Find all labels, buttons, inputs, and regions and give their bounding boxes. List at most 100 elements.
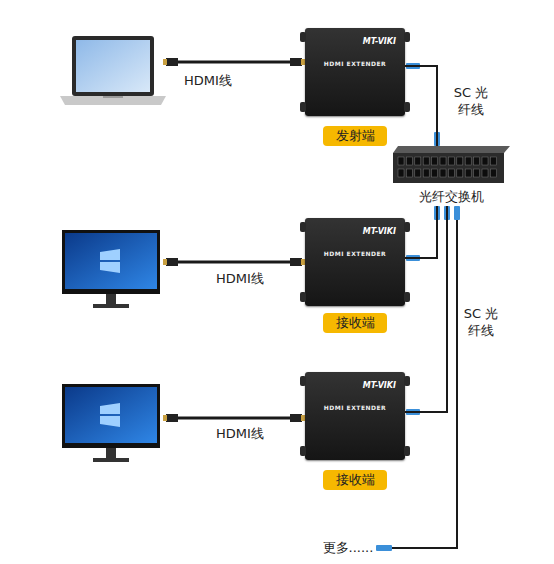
switch-port	[490, 157, 496, 165]
switch-port	[398, 157, 404, 165]
switch-port	[423, 169, 429, 177]
switch-port	[398, 169, 404, 177]
mount-ear	[404, 222, 410, 232]
role-tag: 接收端	[323, 313, 387, 333]
cable-label: SC 光纤线	[448, 84, 494, 118]
hdmi-plug	[290, 58, 302, 66]
hdmi-cable	[163, 58, 305, 66]
role-tag: 接收端	[323, 470, 387, 490]
extender-unit: MT-VIKI HDMI EXTENDER 发射端	[305, 28, 405, 146]
hdmi-tip	[163, 259, 167, 265]
extender-body: MT-VIKI HDMI EXTENDER	[305, 372, 405, 460]
switch-port	[457, 169, 463, 177]
role-tag: 发射端	[323, 126, 387, 146]
hdmi-tip	[163, 59, 167, 65]
mount-ear	[404, 376, 410, 386]
mount-ear	[300, 222, 306, 232]
cable-label: SC 光纤线	[458, 305, 504, 339]
cable-label: HDMI线	[178, 72, 238, 89]
switch-port	[415, 169, 421, 177]
extender-body: MT-VIKI HDMI EXTENDER	[305, 28, 405, 116]
laptop-bezel	[72, 36, 154, 96]
switch-port	[482, 157, 488, 165]
monitor	[62, 384, 160, 462]
extender-unit: MT-VIKI HDMI EXTENDER 接收端	[305, 372, 405, 490]
sc-connector	[454, 206, 460, 220]
cable-line	[176, 61, 292, 64]
fiber-cable	[405, 206, 447, 412]
switch-port	[465, 157, 471, 165]
monitor-bezel	[62, 384, 160, 448]
mount-ear	[300, 292, 306, 302]
monitor	[62, 230, 160, 308]
monitor-stand	[106, 448, 116, 458]
sc-connector	[376, 545, 392, 551]
switch-port	[457, 157, 463, 165]
switch-port	[448, 157, 454, 165]
mount-ear	[404, 446, 410, 456]
fiber-cable	[405, 206, 437, 258]
hdmi-cable	[163, 258, 305, 266]
more-note: 更多......	[318, 539, 378, 556]
brand-logo: MT-VIKI	[363, 227, 396, 236]
switch-front	[393, 153, 504, 183]
switch-port	[490, 169, 496, 177]
hdmi-cable	[163, 414, 305, 422]
switch-port	[423, 157, 429, 165]
mount-ear	[404, 32, 410, 42]
laptop-screen	[76, 40, 150, 92]
switch-top	[393, 146, 510, 153]
cable-label: HDMI线	[210, 425, 270, 442]
product-name: HDMI EXTENDER	[305, 250, 405, 257]
product-name: HDMI EXTENDER	[305, 60, 405, 67]
laptop-notch	[103, 96, 123, 98]
mount-ear	[300, 446, 306, 456]
hdmi-plug	[166, 258, 178, 266]
windows-logo	[100, 403, 120, 427]
hdmi-plug	[290, 258, 302, 266]
brand-logo: MT-VIKI	[363, 381, 396, 390]
cable-line	[176, 261, 292, 264]
mount-ear	[404, 102, 410, 112]
switch-port	[465, 169, 471, 177]
switch-port	[440, 157, 446, 165]
laptop	[60, 36, 166, 105]
monitor-foot	[93, 458, 129, 462]
fiber-cable	[405, 66, 437, 146]
hdmi-plug	[290, 414, 302, 422]
switch-ports	[398, 157, 496, 177]
switch-port	[474, 169, 480, 177]
switch-port	[482, 169, 488, 177]
brand-logo: MT-VIKI	[363, 37, 396, 46]
switch-port	[406, 157, 412, 165]
extender-body: MT-VIKI HDMI EXTENDER	[305, 218, 405, 306]
product-name: HDMI EXTENDER	[305, 404, 405, 411]
switch-port	[474, 157, 480, 165]
extender-unit: MT-VIKI HDMI EXTENDER 接收端	[305, 218, 405, 333]
monitor-foot	[93, 304, 129, 308]
fiber-switch	[393, 146, 510, 183]
switch-port	[415, 157, 421, 165]
hdmi-plug	[166, 58, 178, 66]
mount-ear	[300, 32, 306, 42]
switch-port	[448, 169, 454, 177]
mount-ear	[300, 102, 306, 112]
hdmi-tip	[163, 415, 167, 421]
switch-port	[406, 169, 412, 177]
switch-port	[440, 169, 446, 177]
hdmi-plug	[166, 414, 178, 422]
monitor-bezel	[62, 230, 160, 294]
switch-port	[432, 169, 438, 177]
mount-ear	[300, 376, 306, 386]
switch-port	[432, 157, 438, 165]
monitor-screen	[65, 387, 157, 443]
switch-unit: 光纤交换机	[393, 146, 510, 206]
device-label: 光纤交换机	[393, 188, 510, 206]
laptop-base	[60, 96, 166, 105]
windows-logo	[100, 249, 120, 273]
mount-ear	[404, 292, 410, 302]
cable-label: HDMI线	[210, 270, 270, 287]
cable-line	[176, 417, 292, 420]
